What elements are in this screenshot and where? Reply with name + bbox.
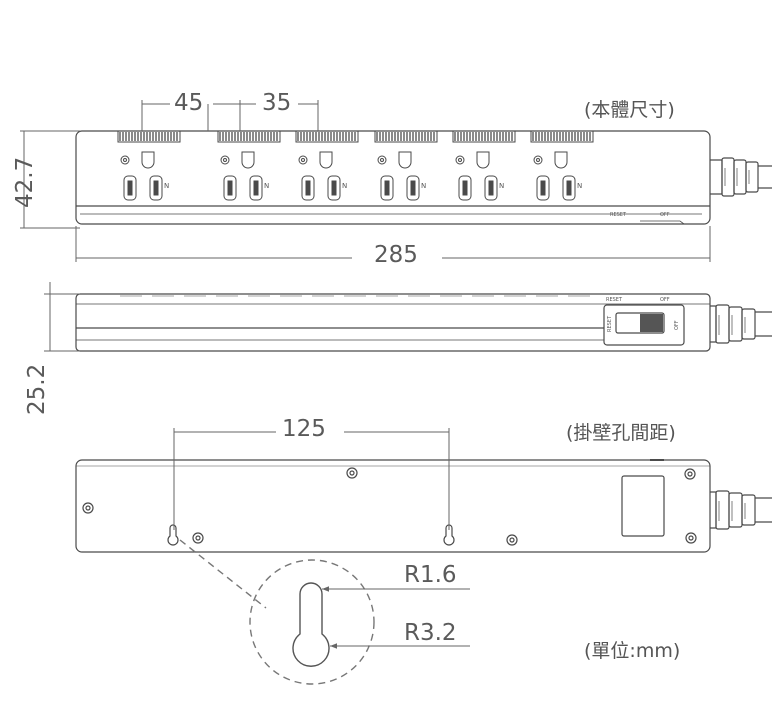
screw — [82, 502, 94, 514]
screw — [346, 467, 358, 479]
dim-height — [20, 130, 80, 229]
top-view-body — [75, 130, 711, 225]
socket-2 — [217, 130, 281, 201]
off-label-switch: OFF — [674, 320, 680, 330]
enlarged-keyhole — [292, 582, 330, 667]
dim-label-35: 35 — [262, 90, 292, 116]
screw — [192, 532, 204, 544]
neutral-mark: N — [499, 182, 505, 190]
bottom-view-body — [75, 459, 711, 553]
side-view-body — [75, 293, 711, 352]
side-cord — [710, 304, 772, 344]
screw — [684, 468, 696, 480]
neutral-mark: N — [164, 182, 170, 190]
top-view — [75, 130, 772, 225]
dim-label-r1-6: R1.6 — [404, 562, 457, 588]
dim-socket-pitch — [141, 100, 319, 131]
dim-label-125: 125 — [282, 416, 326, 442]
rocker-switch-frame — [603, 304, 685, 346]
dim-label-45: 45 — [174, 90, 204, 116]
neutral-mark: N — [264, 182, 270, 190]
socket-4 — [374, 130, 438, 201]
detail-circle — [249, 559, 375, 685]
off-label-side: OFF — [660, 297, 670, 303]
reset-label-top: RESET — [610, 212, 627, 218]
dim-length — [75, 226, 711, 262]
reset-label-switch: RESET — [607, 315, 613, 332]
top-cord — [710, 157, 772, 197]
bottom-view — [75, 459, 772, 553]
keyhole-detail — [179, 539, 470, 685]
caption-body-size: (本體尺寸) — [584, 99, 675, 121]
bottom-cord — [710, 490, 772, 530]
side-view — [75, 293, 772, 352]
dim-label-r3-2: R3.2 — [404, 620, 457, 646]
dim-label-25-2: 25.2 — [24, 363, 50, 415]
rocker-switch — [615, 312, 665, 334]
neutral-mark: N — [421, 182, 427, 190]
neutral-mark: N — [577, 182, 583, 190]
screw — [506, 534, 518, 546]
socket-3 — [295, 130, 359, 201]
off-label-top: OFF — [660, 212, 670, 218]
screw — [685, 532, 697, 544]
caption-hanging-spacing: (掛壁孔間距) — [566, 422, 676, 444]
top-view-switch-notch — [640, 220, 685, 225]
neutral-mark: N — [342, 182, 348, 190]
dim-label-42-7: 42.7 — [12, 156, 38, 208]
socket-row — [117, 130, 594, 201]
dim-hole-spacing — [173, 428, 450, 530]
label-area — [621, 475, 665, 537]
caption-unit: (單位:mm) — [584, 640, 681, 662]
socket-5 — [452, 130, 516, 201]
dim-thickness — [44, 282, 80, 352]
socket-6 — [530, 130, 594, 201]
keyhole-slot-left — [167, 524, 179, 546]
socket-1 — [117, 130, 181, 201]
reset-label-side: RESET — [606, 297, 623, 303]
dim-label-285: 285 — [374, 242, 418, 268]
